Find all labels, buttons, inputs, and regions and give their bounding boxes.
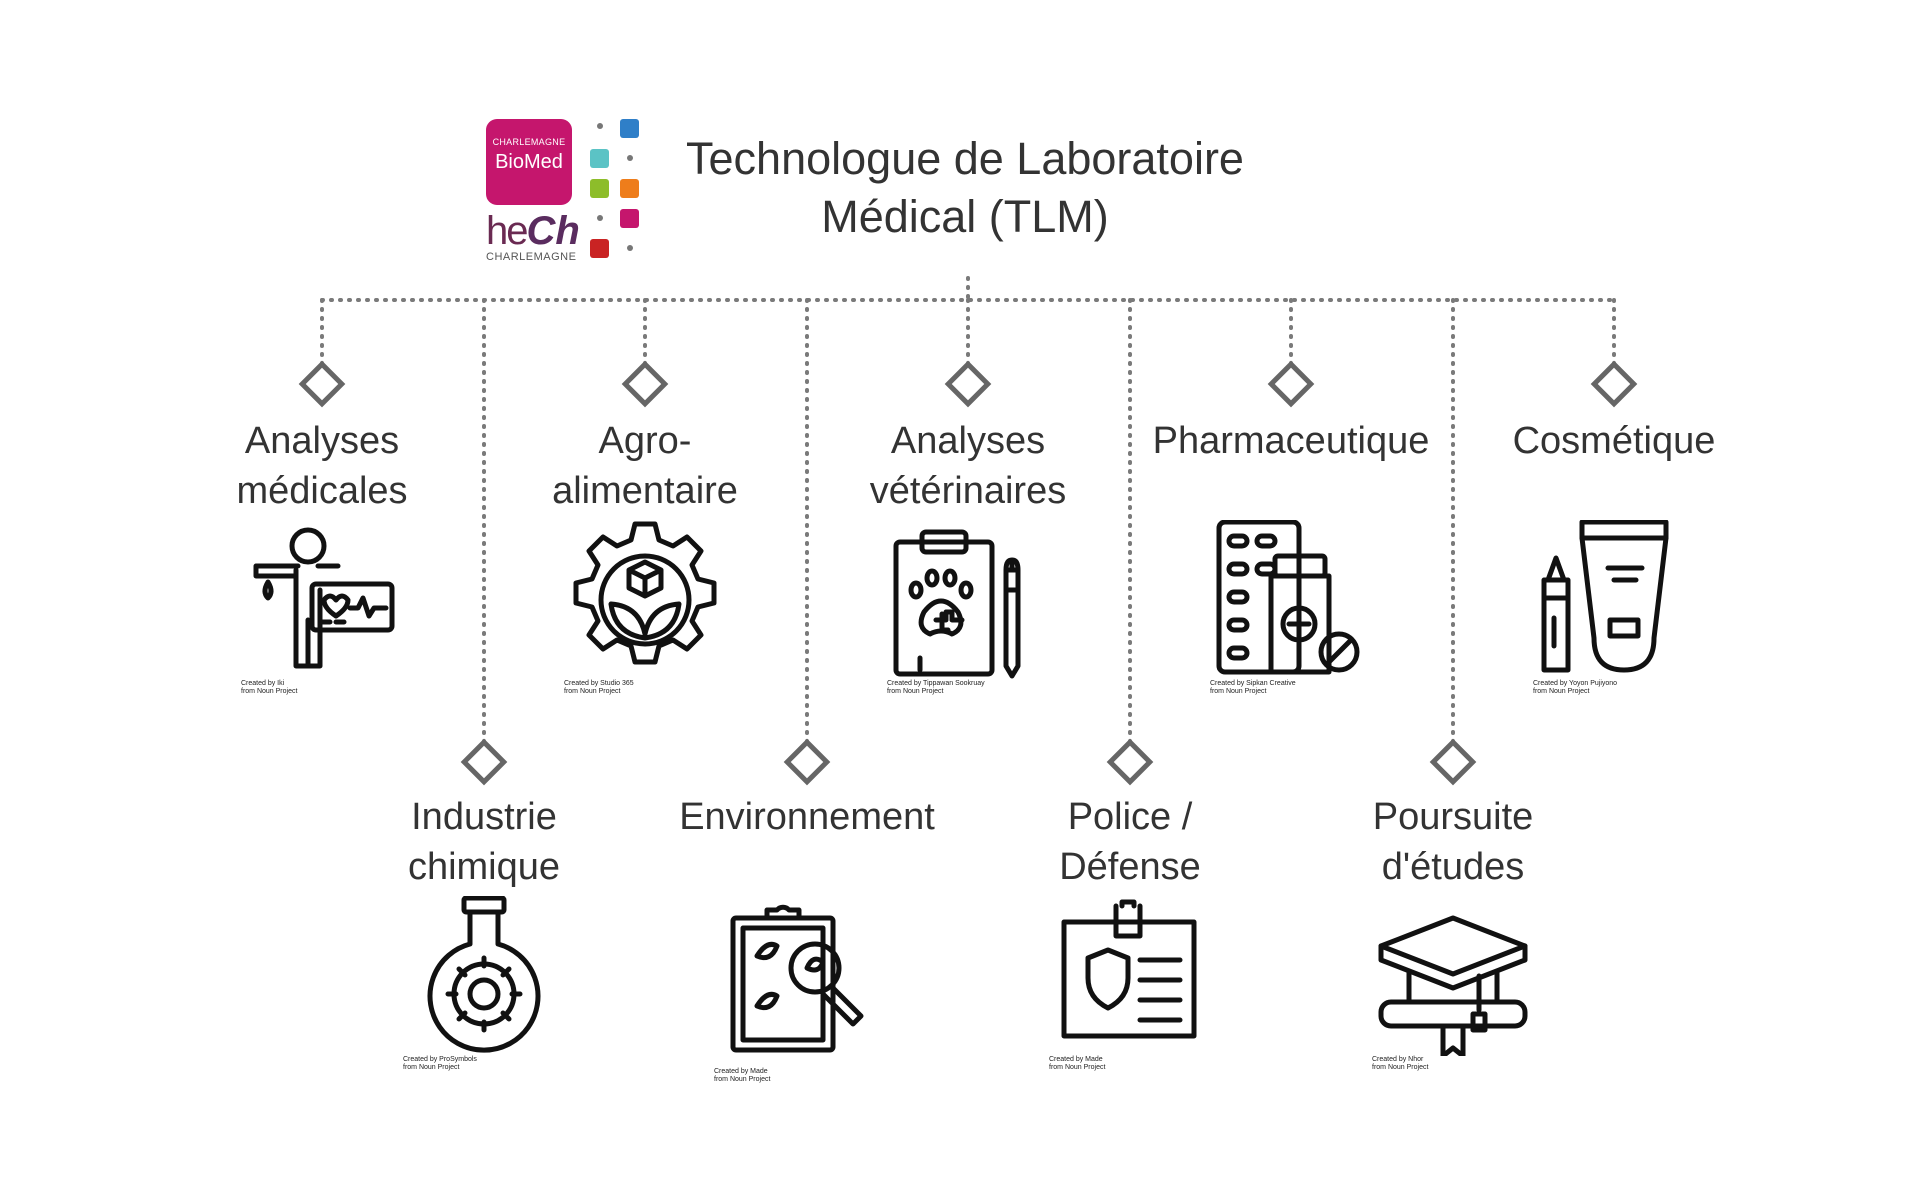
- biomed-badge-small-text: CHARLEMAGNE: [492, 137, 566, 147]
- diagram-title-line-2: Médical (TLM): [821, 191, 1109, 242]
- diagram-title-line-1: Technologue de Laboratoire: [686, 133, 1244, 184]
- node-label-line-1: Pharmaceutique: [1152, 420, 1430, 462]
- node-diamond-marker: [783, 738, 831, 786]
- charlemagne-biomed-logo: CHARLEMAGNE BioMed heCh CHARLEMAGNE: [486, 117, 646, 267]
- hech-he-text: he: [486, 209, 528, 253]
- logo-square-magenta: [620, 209, 639, 228]
- node-label-line-1: Analyses: [244, 420, 400, 462]
- node-label-environnement: Environnement: [647, 792, 967, 842]
- logo-square-green: [590, 179, 609, 198]
- biomed-badge: CHARLEMAGNE BioMed: [486, 119, 572, 205]
- logo-dot: [627, 155, 633, 161]
- node-diamond-marker: [1429, 738, 1477, 786]
- node-label-line-2: alimentaire: [552, 470, 738, 512]
- logo-square-blue: [620, 119, 639, 138]
- hech-wordmark: heCh: [486, 209, 580, 253]
- icon-credit: Created by Studio 365 from Noun Project: [564, 680, 634, 695]
- node-label-line-2: Défense: [1059, 846, 1201, 888]
- icon-credit: Created by Nhor from Noun Project: [1372, 1056, 1429, 1071]
- node-label-industrie-chimique: Industrie chimique: [324, 792, 644, 892]
- node-label-line-1: Poursuite: [1372, 796, 1534, 838]
- icon-credit: Created by Yoyon Pujiyono from Noun Proj…: [1533, 680, 1618, 695]
- icon-credit: Created by Sipkan Creative from Noun Pro…: [1210, 680, 1296, 695]
- node-diamond-marker: [460, 738, 508, 786]
- icon-credit: Created by Made from Noun Project: [1049, 1056, 1106, 1071]
- patient-monitor-icon: [253, 527, 395, 669]
- icon-credit: Created by Tippawan Sookruay from Noun P…: [887, 680, 985, 695]
- logo-dot: [627, 245, 633, 251]
- lipstick-tube-icon: [1541, 520, 1669, 673]
- clipboard-paw-icon: [893, 529, 1021, 679]
- node-label-agro-alimentaire: Agro- alimentaire: [485, 416, 805, 516]
- node-label-line-1: Police /: [1067, 796, 1193, 838]
- node-diamond-marker: [1106, 738, 1154, 786]
- icon-credit: Created by Made from Noun Project: [714, 1068, 771, 1083]
- node-label-line-1: Environnement: [679, 796, 935, 838]
- node-label-analyses-medicales: Analyses médicales: [162, 416, 482, 516]
- node-label-line-2: vétérinaires: [869, 470, 1067, 512]
- id-badge-shield-icon: [1061, 899, 1197, 1039]
- node-label-line-1: Industrie: [411, 796, 557, 838]
- node-diamond-marker: [1590, 360, 1638, 408]
- logo-square-red: [590, 239, 609, 258]
- node-label-line-2: d'études: [1381, 846, 1525, 888]
- node-diamond-marker: [621, 360, 669, 408]
- node-label-police-defense: Police / Défense: [970, 792, 1290, 892]
- node-diamond-marker: [944, 360, 992, 408]
- node-label-cosmetique: Cosmétique: [1454, 416, 1774, 466]
- flask-gear-icon: [427, 896, 541, 1053]
- node-label-pharmaceutique: Pharmaceutique: [1131, 416, 1451, 466]
- logo-dot: [597, 215, 603, 221]
- node-label-analyses-veterinaires: Analyses vétérinaires: [808, 416, 1128, 516]
- node-label-line-1: Agro-: [598, 420, 692, 462]
- biomed-badge-text: BioMed: [495, 151, 563, 173]
- node-label-line-2: chimique: [407, 846, 561, 888]
- logo-square-orange: [620, 179, 639, 198]
- node-label-line-1: Analyses: [890, 420, 1046, 462]
- clipboard-leaf-search-icon: [730, 904, 864, 1053]
- node-label-line-2: médicales: [236, 470, 408, 512]
- icon-credit: Created by ProSymbols from Noun Project: [403, 1056, 477, 1071]
- pills-bottle-icon: [1216, 520, 1360, 675]
- icon-credit: Created by Iki from Noun Project: [241, 680, 298, 695]
- logo-dot: [597, 123, 603, 129]
- node-label-line-1: Cosmétique: [1512, 420, 1716, 462]
- node-diamond-marker: [1267, 360, 1315, 408]
- hech-ch-text: Ch: [526, 209, 580, 253]
- graduation-cap-icon: [1378, 915, 1528, 1056]
- hech-subtitle: CHARLEMAGNE: [486, 251, 577, 263]
- gear-leaf-box-icon: [573, 521, 717, 665]
- logo-square-cyan: [590, 149, 609, 168]
- diagram-title: Technologue de Laboratoire Médical (TLM): [660, 130, 1270, 246]
- node-label-poursuite-etudes: Poursuite d'études: [1293, 792, 1613, 892]
- node-diamond-marker: [298, 360, 346, 408]
